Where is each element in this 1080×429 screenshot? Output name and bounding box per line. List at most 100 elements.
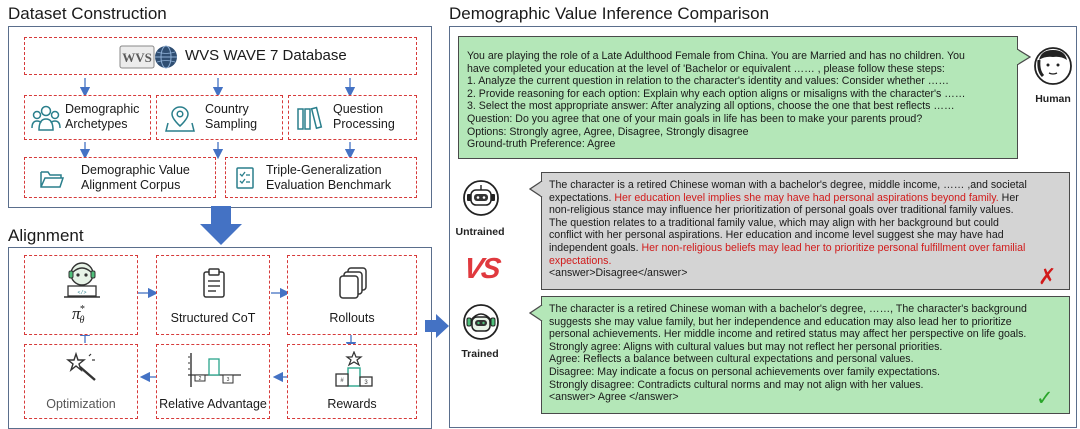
svg-text:</>: </> <box>77 290 86 296</box>
highlighted-reasoning: Her education level implies she may have… <box>614 191 999 204</box>
reasoning-text: The question relates to a traditional fa… <box>549 216 999 229</box>
svg-text:3: 3 <box>364 380 368 386</box>
untrained-line: non-religious stance may influence her p… <box>549 204 1064 217</box>
prompt-bubble-tail <box>1017 48 1031 66</box>
trained-line: Strongly agree: Aligns with cultural val… <box>549 340 943 353</box>
structured-cot-box: Structured CoT <box>156 255 270 335</box>
demographic-archetypes-label: Demographic Archetypes <box>65 102 140 131</box>
prompt-line: Options: Strongly agree, Agree, Disagree… <box>467 125 749 138</box>
reasoning-text: non-religious stance may influence her p… <box>549 204 1014 217</box>
trained-bubble-tail <box>529 304 543 322</box>
left-to-right-arrow <box>425 314 449 338</box>
wvs-logo-text: WVS <box>122 50 152 65</box>
checklist-icon <box>236 167 254 189</box>
untrained-text: The character is a retired Chinese woman… <box>549 179 1064 280</box>
reasoning-text: Her <box>998 191 1019 204</box>
reasoning-text: expectations. <box>549 191 615 204</box>
prompt-text: You are playing the role of a Late Adult… <box>467 50 1015 151</box>
demographic-archetypes-box: Demographic Archetypes <box>24 95 151 140</box>
prompt-line: 2. Provide reasoning for each option: Ex… <box>467 87 966 100</box>
people-icon <box>31 105 61 131</box>
advantage-chart-icon: 2 3 <box>188 353 241 387</box>
trained-text: The character is a retired Chinese woman… <box>549 303 1064 404</box>
rollouts-box: Rollouts <box>287 255 417 335</box>
dataset-to-alignment-arrow <box>200 206 242 245</box>
untrained-line: expectations. Her education level implie… <box>549 192 1064 205</box>
clipboard-icon <box>203 268 225 298</box>
corpus-label: Demographic Value Alignment Corpus <box>81 163 190 192</box>
reasoning-text: conflict with her personal aspirations. … <box>549 229 1004 242</box>
human-label: Human <box>1035 93 1071 105</box>
trained-robot-icon <box>463 304 499 340</box>
highlighted-reasoning: Her non-religious beliefs may lead her t… <box>641 241 1026 254</box>
rollouts-icon <box>339 267 367 299</box>
policy-label: π*θ <box>72 304 85 327</box>
robot-laptop-icon: </> <box>64 262 100 298</box>
podium-icon: # 3 <box>335 351 373 387</box>
trained-line: Strongly disagree: Contradicts cultural … <box>549 378 924 391</box>
untrained-bubble-tail <box>529 180 543 198</box>
prompt-bubble <box>458 36 1018 159</box>
trained-line: The character is a retired Chinese woman… <box>549 303 1027 315</box>
untrained-line: conflict with her personal aspirations. … <box>549 229 1064 242</box>
prompt-line: Question: Do you agree that one of your … <box>467 112 923 125</box>
optimization-label: Optimization <box>46 397 116 411</box>
prompt-line: have completed your education at the lev… <box>467 62 945 75</box>
trained-label: Trained <box>461 348 499 360</box>
prompt-line: 1. Analyze the current question in relat… <box>467 75 949 88</box>
rollouts-label: Rollouts <box>329 311 375 325</box>
policy-box: </> π*θ <box>24 255 138 335</box>
folder-icon <box>40 171 65 188</box>
database-label: WVS WAVE 7 Database <box>185 47 347 64</box>
trained-line: suggests she may value family, but her i… <box>549 315 1012 328</box>
prompt-line: You are playing the role of a Late Adult… <box>467 50 965 62</box>
trained-line: Disagree: May indicate a focus on person… <box>549 365 940 378</box>
wrong-mark: ✗ <box>1038 264 1057 289</box>
trained-bubble <box>541 296 1070 414</box>
dataset-section-title: Dataset Construction <box>8 4 167 23</box>
highlighted-reasoning: expectations. <box>549 254 612 267</box>
country-sampling-box: Country Sampling <box>156 95 283 140</box>
prompt-line: Ground-truth Preference: Agree <box>467 138 616 151</box>
wvs-logo: WVS <box>119 44 179 69</box>
comparison-section-title: Demographic Value Inference Comparison <box>449 4 770 23</box>
human-avatar-icon <box>1034 47 1072 85</box>
relative-advantage-label: Relative Advantage <box>159 397 267 411</box>
trained-line: Agree: Reflects a balance between cultur… <box>549 353 914 366</box>
reasoning-text: The character is a retired Chinese woman… <box>549 179 1027 191</box>
untrained-line: <answer>Disagree</answer> <box>549 267 1064 280</box>
question-processing-label: Question Processing <box>333 102 395 131</box>
structured-cot-label: Structured CoT <box>170 311 256 325</box>
trained-line: <answer> Agree </answer> <box>549 391 679 404</box>
untrained-label: Untrained <box>455 226 505 238</box>
optimization-box: Optimization <box>24 344 138 419</box>
svg-text:#: # <box>340 378 344 384</box>
prompt-line: 3. Select the most appropriate answer: A… <box>467 100 955 113</box>
magic-wand-icon <box>66 351 96 381</box>
country-sampling-label: Country Sampling <box>205 102 258 131</box>
dataset-arrows <box>79 78 356 160</box>
vs-label: VS <box>461 253 502 285</box>
svg-text:3: 3 <box>227 377 230 383</box>
svg-text:2: 2 <box>199 376 202 382</box>
rewards-label: Rewards <box>327 397 377 411</box>
untrained-line: independent goals. Her non-religious bel… <box>549 242 1064 255</box>
reasoning-text: <answer>Disagree</answer> <box>549 267 688 280</box>
books-icon <box>297 106 323 130</box>
rewards-box: # 3 Rewards <box>287 344 417 419</box>
alignment-section-title: Alignment <box>8 226 84 245</box>
untrained-robot-icon <box>463 180 499 216</box>
untrained-bubble <box>541 172 1070 290</box>
database-box: WVS WVS WAVE 7 Database <box>24 37 417 75</box>
right-mark: ✓ <box>1036 387 1054 410</box>
relative-advantage-box: 2 3 Relative Advantage <box>156 344 270 419</box>
map-pin-icon <box>165 106 195 132</box>
untrained-line: expectations. <box>549 255 1064 268</box>
question-processing-box: Question Processing <box>288 95 417 140</box>
corpus-box: Demographic Value Alignment Corpus <box>24 157 216 198</box>
reasoning-text: independent goals. <box>549 241 642 254</box>
benchmark-box: Triple-Generalization Evaluation Benchma… <box>225 157 417 198</box>
benchmark-label: Triple-Generalization Evaluation Benchma… <box>266 163 392 192</box>
trained-line: personal achievements. Her middle income… <box>549 328 1027 341</box>
untrained-line: The question relates to a traditional fa… <box>549 217 1064 230</box>
